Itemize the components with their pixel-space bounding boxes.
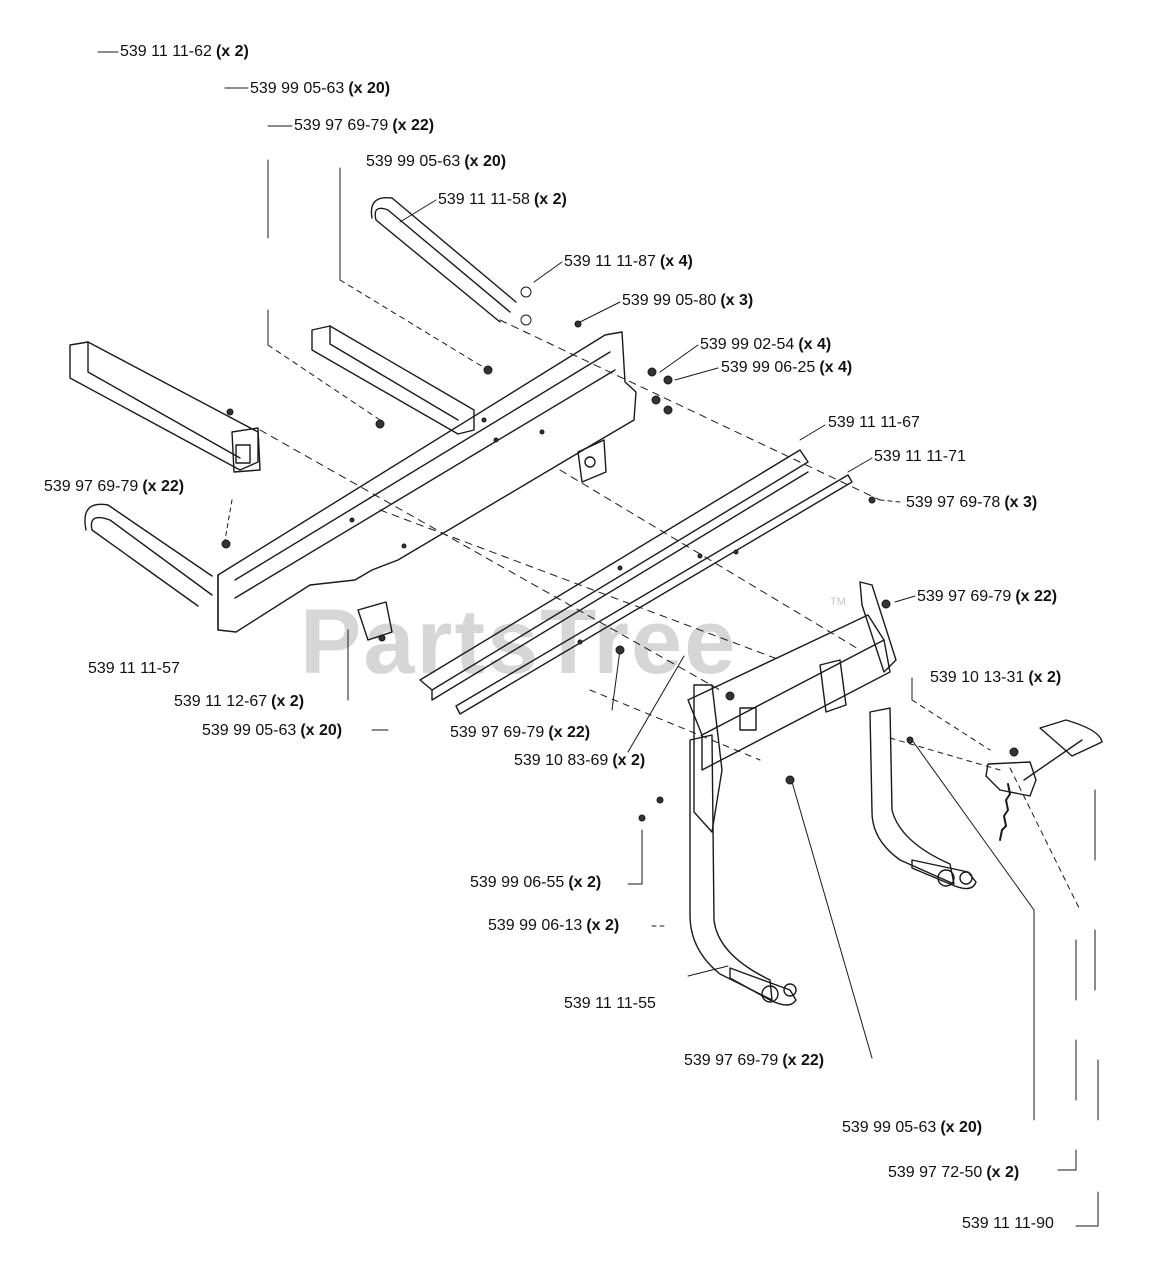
part-number: 539 99 02-54 xyxy=(700,336,795,353)
callout-539-11-12-67: 539 11 12-67(x 2) xyxy=(174,692,304,712)
callout-539-11-11-90: 539 11 11-90 xyxy=(962,1214,1054,1234)
part-quantity: (x 22) xyxy=(1015,588,1058,605)
part-number: 539 11 11-90 xyxy=(962,1215,1054,1232)
part-number: 539 97 72-50 xyxy=(888,1164,983,1181)
part-number: 539 99 05-63 xyxy=(366,153,461,170)
part-quantity: (x 3) xyxy=(1004,494,1038,511)
part-number: 539 97 69-78 xyxy=(906,494,1001,511)
part-number: 539 11 11-67 xyxy=(828,414,920,431)
angle-bar-lower xyxy=(455,474,853,715)
part-number: 539 10 13-31 xyxy=(930,669,1025,686)
part-quantity: (x 20) xyxy=(348,80,391,97)
callout-539-99-05-63: 539 99 05-63(x 20) xyxy=(842,1118,982,1138)
callout-539-11-11-87: 539 11 11-87(x 4) xyxy=(564,252,693,272)
callout-539-11-11-71: 539 11 11-71 xyxy=(874,447,966,467)
left-leg xyxy=(689,684,797,1006)
part-quantity: (x 2) xyxy=(533,191,567,208)
part-number: 539 97 69-79 xyxy=(684,1052,779,1069)
part-quantity: (x 22) xyxy=(782,1052,825,1069)
callout-539-99-05-63: 539 99 05-63(x 20) xyxy=(202,721,342,741)
part-number: 539 99 05-63 xyxy=(202,722,297,739)
callout-539-10-83-69: 539 10 83-69(x 2) xyxy=(514,751,645,771)
part-quantity: (x 20) xyxy=(464,153,507,170)
part-quantity: (x 20) xyxy=(300,722,343,739)
part-quantity: (x 4) xyxy=(659,253,693,270)
center-tube-arm xyxy=(311,325,475,435)
part-quantity: (x 2) xyxy=(1028,669,1062,686)
left-tube-arm xyxy=(69,341,261,473)
callout-539-11-11-57: 539 11 11-57 xyxy=(88,659,180,679)
callout-539-99-06-25: 539 99 06-25(x 4) xyxy=(721,358,852,378)
callout-539-11-11-58: 539 11 11-58(x 2) xyxy=(438,190,567,210)
part-quantity: (x 20) xyxy=(940,1119,983,1136)
callout-539-97-72-50: 539 97 72-50(x 2) xyxy=(888,1163,1019,1183)
part-number: 539 99 05-80 xyxy=(622,292,717,309)
part-number: 539 11 11-55 xyxy=(564,995,656,1012)
part-quantity: (x 4) xyxy=(819,359,853,376)
callout-539-97-69-79: 539 97 69-79(x 22) xyxy=(684,1051,824,1071)
part-quantity: (x 2) xyxy=(586,917,620,934)
watermark-trademark: TM xyxy=(830,596,846,608)
callout-539-97-69-78: 539 97 69-78(x 3) xyxy=(906,493,1037,513)
callout-539-97-69-79: 539 97 69-79(x 22) xyxy=(450,722,600,744)
watermark: PartsTree xyxy=(300,591,738,693)
callout-539-97-69-79: 539 97 69-79(x 22) xyxy=(917,587,1057,607)
part-quantity: (x 2) xyxy=(612,752,646,769)
part-number: 539 11 11-71 xyxy=(874,448,966,465)
part-number: 539 97 69-79 xyxy=(44,478,139,495)
part-quantity: (x 22) xyxy=(142,478,185,495)
callout-539-11-11-67: 539 11 11-67 xyxy=(828,413,920,433)
left-u-handle xyxy=(84,503,213,607)
small-bracket xyxy=(357,601,393,641)
callout-539-99-06-55: 539 99 06-55(x 2) xyxy=(470,873,601,893)
part-number: 539 10 83-69 xyxy=(514,752,609,769)
part-quantity: (x 2) xyxy=(986,1164,1020,1181)
part-number: 539 99 06-13 xyxy=(488,917,583,934)
callout-539-99-05-63: 539 99 05-63(x 20) xyxy=(366,152,506,172)
part-number: 539 11 12-67 xyxy=(174,693,268,710)
part-quantity: (x 3) xyxy=(720,292,754,309)
part-number: 539 99 06-25 xyxy=(721,359,816,376)
part-quantity: (x 22) xyxy=(548,724,591,741)
part-number: 539 11 11-58 xyxy=(438,191,530,208)
callout-539-11-11-62: 539 11 11-62(x 2) xyxy=(120,42,249,62)
part-number: 539 99 05-63 xyxy=(842,1119,937,1136)
part-quantity: (x 22) xyxy=(392,117,435,134)
part-number: 539 97 69-79 xyxy=(294,117,389,134)
callout-539-97-69-79: 539 97 69-79(x 22) xyxy=(44,477,184,497)
right-leg xyxy=(869,707,977,890)
top-u-handle xyxy=(370,196,517,323)
main-frame-plate xyxy=(217,331,637,633)
right-bracket-assembly xyxy=(687,581,897,771)
part-quantity: (x 2) xyxy=(568,874,602,891)
callout-539-99-05-80: 539 99 05-80(x 3) xyxy=(622,291,753,311)
callout-539-99-06-13: 539 99 06-13(x 2) xyxy=(488,916,619,936)
part-number: 539 11 11-57 xyxy=(88,660,180,677)
fasteners xyxy=(221,286,1019,822)
pivot-plate xyxy=(985,719,1103,797)
angle-bar-upper xyxy=(419,449,809,701)
assembly-axes xyxy=(259,319,881,691)
callout-539-97-69-79: 539 97 69-79(x 22) xyxy=(294,116,434,136)
part-quantity: (x 4) xyxy=(798,336,832,353)
part-number: 539 99 06-55 xyxy=(470,874,565,891)
leader-lines xyxy=(97,51,1099,1227)
part-number: 539 97 69-79 xyxy=(917,588,1012,605)
part-number: 539 97 69-79 xyxy=(450,724,545,741)
part-number: 539 11 11-62 xyxy=(120,43,212,60)
spring xyxy=(999,783,1011,841)
part-quantity: (x 2) xyxy=(215,43,249,60)
part-number: 539 99 05-63 xyxy=(250,80,345,97)
callout-539-99-02-54: 539 99 02-54(x 4) xyxy=(700,335,831,355)
part-number: 539 11 11-87 xyxy=(564,253,656,270)
callout-539-99-05-63: 539 99 05-63(x 20) xyxy=(250,79,390,99)
part-quantity: (x 2) xyxy=(271,693,305,710)
callout-539-10-13-31: 539 10 13-31(x 2) xyxy=(930,668,1061,688)
callout-539-11-11-55: 539 11 11-55 xyxy=(564,994,656,1014)
